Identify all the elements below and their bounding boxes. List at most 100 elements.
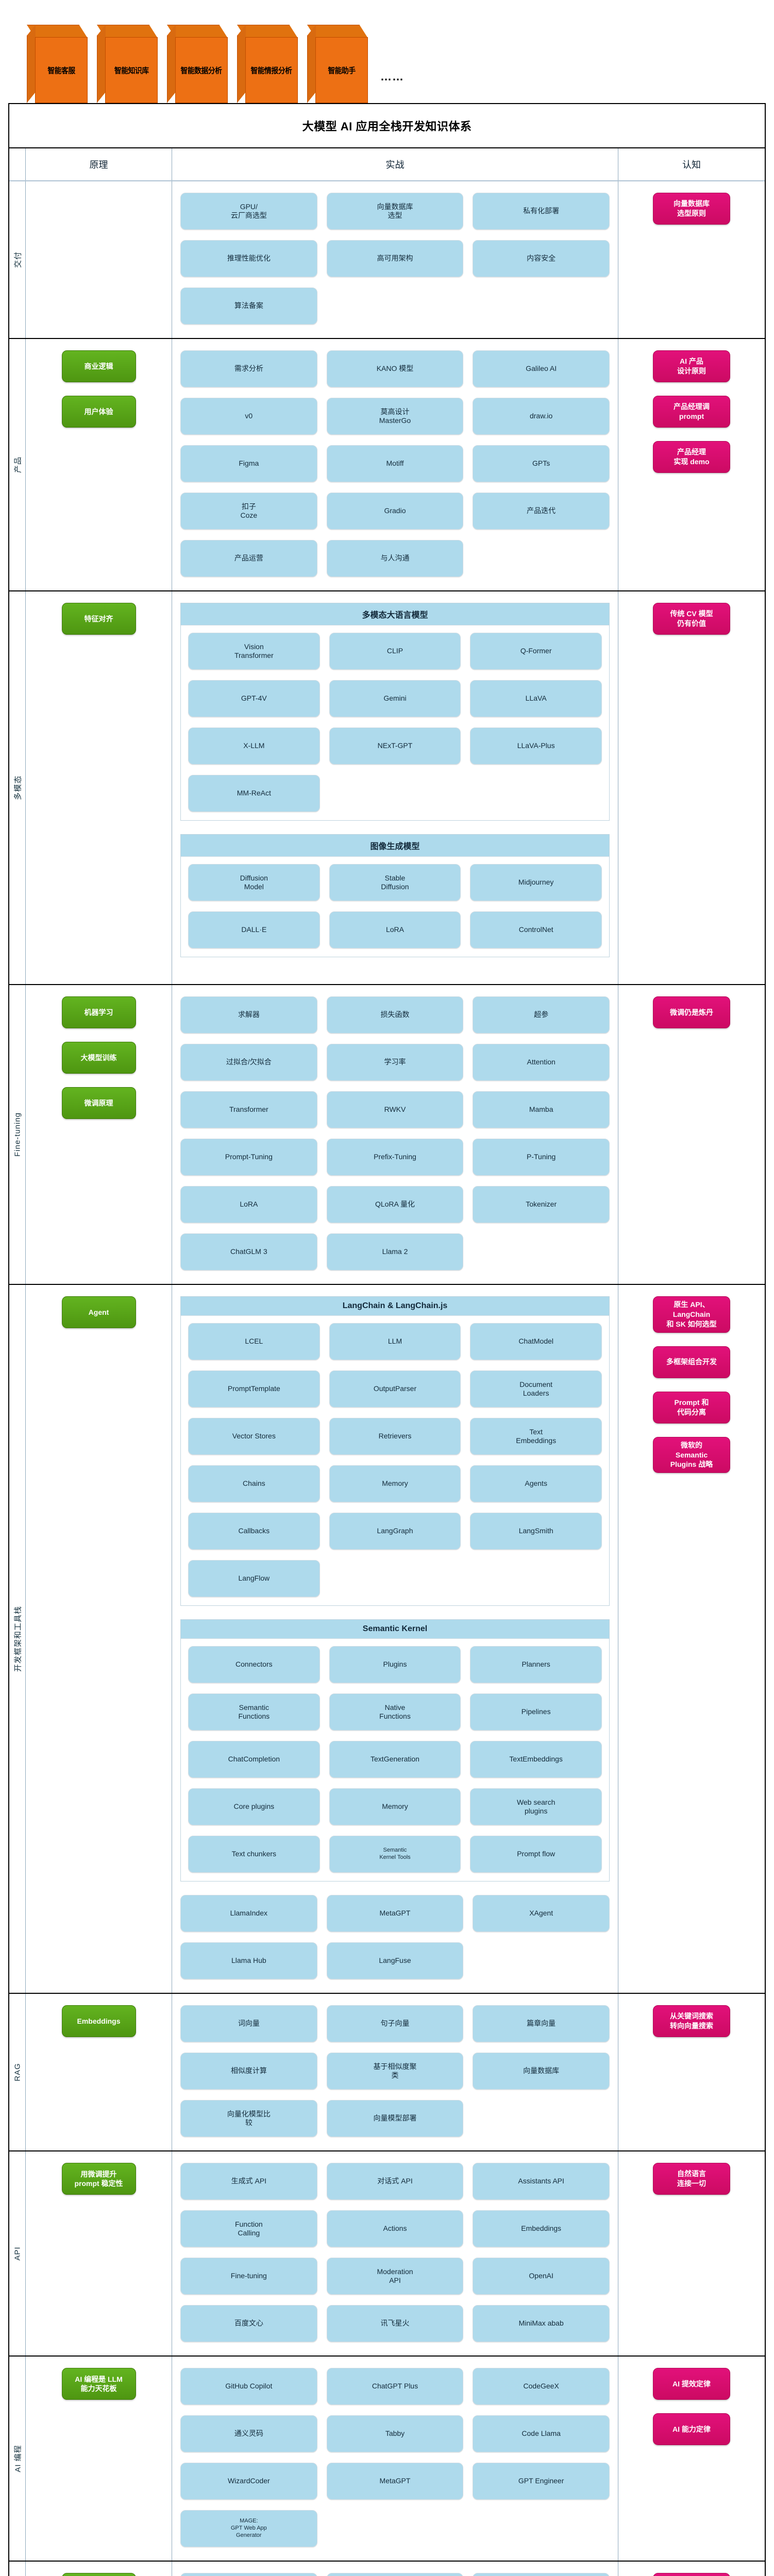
framework-chip[interactable]: Memory bbox=[329, 1465, 461, 1502]
practice-chip[interactable]: 学习率 bbox=[326, 1044, 464, 1081]
practice-chip[interactable]: 格式约束 bbox=[326, 2573, 464, 2576]
principle-chip[interactable]: 机器学习 bbox=[61, 996, 136, 1028]
practice-chip[interactable]: draw.io bbox=[473, 398, 610, 435]
practice-chip[interactable]: 词向量 bbox=[180, 2005, 317, 2042]
practice-chip[interactable]: MiniMax abab bbox=[473, 2305, 610, 2342]
practice-chip[interactable]: 高可用架构 bbox=[326, 240, 464, 277]
framework-chip[interactable]: Memory bbox=[329, 1788, 461, 1825]
framework-chip[interactable]: LangSmith bbox=[470, 1513, 602, 1550]
principle-chip[interactable]: 商业逻辑 bbox=[61, 350, 136, 382]
practice-chip[interactable]: Fine-tuning bbox=[180, 2258, 317, 2295]
practice-chip[interactable]: 超参 bbox=[473, 996, 610, 1033]
practice-chip[interactable]: Embeddings bbox=[473, 2210, 610, 2247]
practice-chip[interactable]: KANO 模型 bbox=[326, 350, 464, 387]
principle-chip[interactable]: 用微调提升 prompt 稳定性 bbox=[61, 2163, 136, 2195]
cognition-chip[interactable]: 把 AI 当人看 bbox=[653, 2573, 730, 2576]
practice-chip[interactable]: Moderation API bbox=[326, 2258, 464, 2295]
cognition-chip[interactable]: 多框架组合开发 bbox=[653, 1346, 730, 1378]
cognition-chip[interactable]: 产品经理调 prompt bbox=[653, 396, 730, 428]
practice-chip[interactable]: MAGE: GPT Web App Generator bbox=[180, 2510, 317, 2547]
practice-chip[interactable]: P-Tuning bbox=[473, 1139, 610, 1176]
principle-chip[interactable]: Agent bbox=[61, 1296, 136, 1328]
framework-chip[interactable]: GPT-4V bbox=[188, 680, 320, 717]
cognition-chip[interactable]: 微调仍是炼丹 bbox=[653, 996, 730, 1028]
framework-chip[interactable]: Plugins bbox=[329, 1646, 461, 1683]
practice-chip[interactable]: 过拟合/欠拟合 bbox=[180, 1044, 317, 1081]
framework-chip[interactable]: Diffusion Model bbox=[188, 864, 320, 901]
framework-chip[interactable]: Web search plugins bbox=[470, 1788, 602, 1825]
practice-chip[interactable]: 向量数据库 bbox=[473, 2053, 610, 2090]
practice-chip[interactable]: 算法备案 bbox=[180, 287, 317, 325]
practice-chip[interactable]: v0 bbox=[180, 398, 317, 435]
framework-chip[interactable]: Chains bbox=[188, 1465, 320, 1502]
principle-chip[interactable]: 微调原理 bbox=[61, 1087, 136, 1119]
practice-chip[interactable]: 扣子 Coze bbox=[180, 493, 317, 530]
practice-chip[interactable]: 内容安全 bbox=[473, 240, 610, 277]
framework-chip[interactable]: Semantic Kernel Tools bbox=[329, 1836, 461, 1873]
framework-chip[interactable]: Callbacks bbox=[188, 1513, 320, 1550]
practice-chip[interactable]: 求解器 bbox=[180, 996, 317, 1033]
framework-chip[interactable]: Retrievers bbox=[329, 1418, 461, 1455]
practice-chip[interactable]: LlamaIndex bbox=[180, 1895, 317, 1932]
framework-chip[interactable]: LangGraph bbox=[329, 1513, 461, 1550]
practice-chip[interactable]: Attention bbox=[473, 1044, 610, 1081]
framework-chip[interactable]: X-LLM bbox=[188, 727, 320, 765]
framework-chip[interactable]: Agents bbox=[470, 1465, 602, 1502]
practice-chip[interactable]: LangFuse bbox=[326, 1942, 464, 1979]
framework-chip[interactable]: Midjourney bbox=[470, 864, 602, 901]
practice-chip[interactable]: 损失函数 bbox=[326, 996, 464, 1033]
practice-chip[interactable]: 基于相似度聚 类 bbox=[326, 2053, 464, 2090]
practice-chip[interactable]: Tabby bbox=[326, 2415, 464, 2452]
practice-chip[interactable]: Galileo AI bbox=[473, 350, 610, 387]
practice-chip[interactable]: LoRA bbox=[180, 1186, 317, 1223]
framework-chip[interactable]: Gemini bbox=[329, 680, 461, 717]
framework-chip[interactable]: Pipelines bbox=[470, 1693, 602, 1731]
principle-chip[interactable]: Embeddings bbox=[61, 2005, 136, 2037]
framework-chip[interactable]: LLaVA-Plus bbox=[470, 727, 602, 765]
framework-chip[interactable]: PromptTemplate bbox=[188, 1370, 320, 1408]
practice-chip[interactable]: Llama Hub bbox=[180, 1942, 317, 1979]
practice-chip[interactable]: CodeGeeX bbox=[473, 2368, 610, 2405]
framework-chip[interactable]: TextEmbeddings bbox=[470, 1741, 602, 1778]
practice-chip[interactable]: XAgent bbox=[473, 1895, 610, 1932]
framework-chip[interactable]: Prompt flow bbox=[470, 1836, 602, 1873]
practice-chip[interactable]: Code Llama bbox=[473, 2415, 610, 2452]
practice-chip[interactable]: Function Calling bbox=[180, 2210, 317, 2247]
practice-chip[interactable]: RWKV bbox=[326, 1091, 464, 1128]
cognition-chip[interactable]: Prompt 和 代码分离 bbox=[653, 1391, 730, 1423]
framework-chip[interactable]: Text chunkers bbox=[188, 1836, 320, 1873]
practice-chip[interactable]: 相似度计算 bbox=[180, 2053, 317, 2090]
framework-chip[interactable]: Connectors bbox=[188, 1646, 320, 1683]
cognition-chip[interactable]: 自然语言 连接一切 bbox=[653, 2163, 730, 2195]
practice-chip[interactable]: MetaGPT bbox=[326, 1895, 464, 1932]
practice-chip[interactable]: ChatGLM 3 bbox=[180, 1233, 317, 1270]
practice-chip[interactable]: 与人沟通 bbox=[326, 540, 464, 577]
practice-chip[interactable]: Mamba bbox=[473, 1091, 610, 1128]
framework-chip[interactable]: DALL·E bbox=[188, 911, 320, 948]
principle-chip[interactable]: 用户体验 bbox=[61, 396, 136, 428]
framework-chip[interactable]: LLM bbox=[329, 1323, 461, 1360]
practice-chip[interactable]: Llama 2 bbox=[326, 1233, 464, 1270]
practice-chip[interactable]: Transformer bbox=[180, 1091, 317, 1128]
framework-chip[interactable]: NExT-GPT bbox=[329, 727, 461, 765]
framework-chip[interactable]: LoRA bbox=[329, 911, 461, 948]
framework-chip[interactable]: CLIP bbox=[329, 633, 461, 670]
framework-chip[interactable]: Q-Former bbox=[470, 633, 602, 670]
practice-chip[interactable]: GitHub Copilot bbox=[180, 2368, 317, 2405]
framework-chip[interactable]: Semantic Functions bbox=[188, 1693, 320, 1731]
framework-chip[interactable]: Planners bbox=[470, 1646, 602, 1683]
practice-chip[interactable]: Assistants API bbox=[473, 2163, 610, 2200]
practice-chip[interactable]: GPT Engineer bbox=[473, 2463, 610, 2500]
framework-chip[interactable]: MM-ReAct bbox=[188, 775, 320, 812]
principle-chip[interactable]: AI 编程是 LLM 能力天花板 bbox=[61, 2368, 136, 2400]
framework-chip[interactable]: LangFlow bbox=[188, 1560, 320, 1597]
cognition-chip[interactable]: 产品经理 实现 demo bbox=[653, 441, 730, 473]
framework-chip[interactable]: Stable Diffusion bbox=[329, 864, 461, 901]
practice-chip[interactable]: 产品运营 bbox=[180, 540, 317, 577]
practice-chip[interactable]: 基本要素 bbox=[180, 2573, 317, 2576]
practice-chip[interactable]: 风格控制 bbox=[473, 2573, 610, 2576]
cognition-chip[interactable]: 微软的 Semantic Plugins 战略 bbox=[653, 1436, 730, 1473]
practice-chip[interactable]: 推理性能优化 bbox=[180, 240, 317, 277]
principle-chip[interactable]: 特征对齐 bbox=[61, 603, 136, 635]
framework-chip[interactable]: Native Functions bbox=[329, 1693, 461, 1731]
